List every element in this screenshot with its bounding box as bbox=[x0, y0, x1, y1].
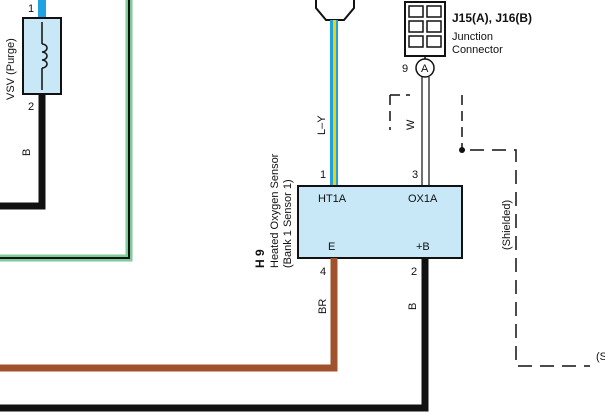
sensor-name-line1: Heated Oxygen Sensor bbox=[269, 153, 281, 268]
ht-wire-yellow bbox=[333, 20, 336, 186]
ht-wire-color: L–Y bbox=[316, 115, 328, 135]
junction-connector: A 9 J15(A), J16(B) Junction Connector bbox=[402, 1, 532, 78]
heated-oxygen-sensor: HT1A OX1A E +B 1 3 4 2 H 9 Heated Oxygen… bbox=[253, 153, 463, 278]
vsv-pin-bottom: 2 bbox=[28, 101, 34, 113]
junction-letter: A bbox=[421, 63, 429, 75]
coil-icon bbox=[41, 43, 48, 69]
e-wire-brown bbox=[0, 258, 338, 372]
shield-junction-dot bbox=[459, 147, 465, 153]
terminal-ht1a: HT1A bbox=[318, 193, 347, 205]
sensor-name-line2: (Bank 1 Sensor 1) bbox=[282, 179, 294, 268]
junction-title: J15(A), J16(B) bbox=[452, 11, 532, 25]
sensor-code: H 9 bbox=[253, 249, 267, 268]
shield-partial-label: (S bbox=[596, 351, 605, 363]
green-wire-core bbox=[0, 0, 130, 259]
terminal-b: +B bbox=[416, 241, 430, 253]
top-connector-icon bbox=[315, 0, 355, 21]
vsv-top-wire bbox=[38, 0, 46, 18]
shield-outline bbox=[470, 149, 590, 367]
shield-label: (Shielded) bbox=[501, 200, 513, 250]
junction-cell bbox=[408, 35, 424, 48]
terminal-e: E bbox=[328, 241, 335, 253]
junction-cell bbox=[426, 35, 442, 48]
b-wire-black bbox=[0, 258, 429, 412]
junction-pin: 9 bbox=[402, 63, 408, 75]
junction-cell bbox=[426, 5, 442, 18]
b-wire-color: B bbox=[407, 303, 419, 310]
green-wire-outer bbox=[0, 0, 133, 262]
sensor-pin-ht: 1 bbox=[320, 169, 326, 181]
sensor-pin-ox: 3 bbox=[412, 169, 418, 181]
vsv-wire-color: B bbox=[21, 149, 33, 156]
vsv-purge-component: 1 2 B VSV (Purge) bbox=[0, 0, 62, 210]
ox-wire-color: W bbox=[405, 119, 417, 130]
junction-cell bbox=[426, 20, 442, 33]
e-wire-color: BR bbox=[317, 299, 329, 314]
junction-cell bbox=[408, 20, 424, 33]
junction-cell bbox=[408, 5, 424, 18]
junction-pin-circle bbox=[415, 58, 435, 78]
junction-line1: Junction bbox=[452, 31, 493, 43]
vsv-label: VSV (Purge) bbox=[5, 38, 17, 100]
sensor-body bbox=[297, 185, 463, 259]
vsv-pin-top: 1 bbox=[28, 3, 34, 15]
w-shield-bracket bbox=[389, 94, 470, 151]
sensor-pin-b: 2 bbox=[411, 266, 417, 278]
terminal-ox1a: OX1A bbox=[408, 193, 438, 205]
junction-line2: Connector bbox=[452, 44, 503, 56]
sensor-pin-e: 4 bbox=[320, 266, 326, 278]
vsv-ground-wire bbox=[0, 94, 46, 210]
